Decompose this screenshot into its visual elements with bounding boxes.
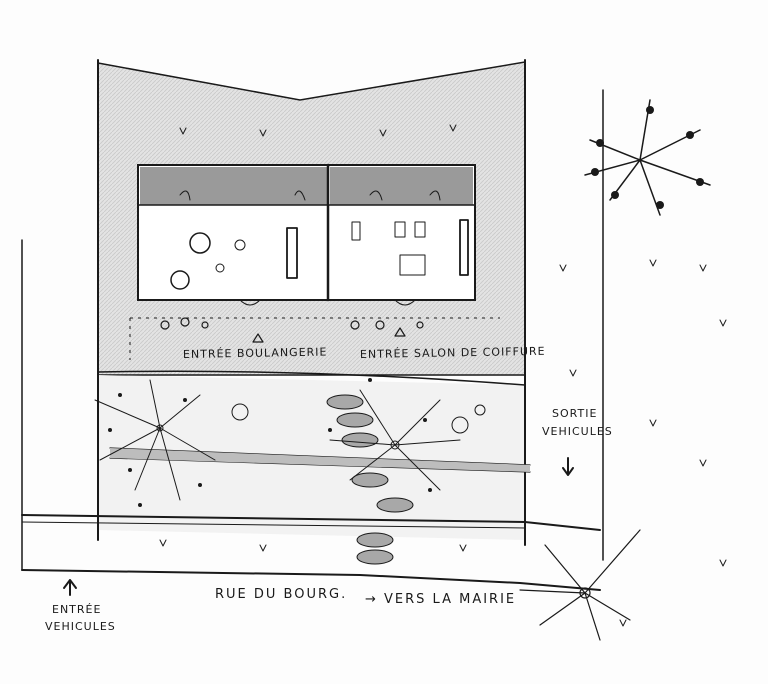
stepping-stones: [326, 394, 414, 565]
label-rue-du-bourg: RUE DU BOURG.: [215, 587, 348, 602]
label-sortie-1: SORTIE: [552, 407, 598, 420]
label-vers-la-mairie: → VERS LA MAIRIE: [365, 592, 517, 607]
garden-tree-center: [329, 389, 461, 491]
roof-strip-boulangerie: [140, 167, 328, 205]
terrace-outline: [129, 317, 500, 360]
tree-bottom-right: [519, 529, 641, 641]
label-entree-vehicules-1: ENTRÉE: [52, 603, 102, 616]
sortie-vehicules-arrow: [562, 457, 574, 476]
garden-tree-left: [94, 379, 216, 501]
label-sortie-2: VEHICULES: [542, 425, 613, 438]
entree-vehicules-arrow: [63, 579, 77, 596]
tree-top-right: [584, 99, 711, 216]
roof-strip-salon: [330, 167, 473, 205]
label-entree-vehicules-2: VEHICULES: [45, 620, 116, 633]
building: [137, 163, 476, 306]
label-entree-boulangerie: ENTRÉE BOULANGERIE: [182, 345, 328, 361]
